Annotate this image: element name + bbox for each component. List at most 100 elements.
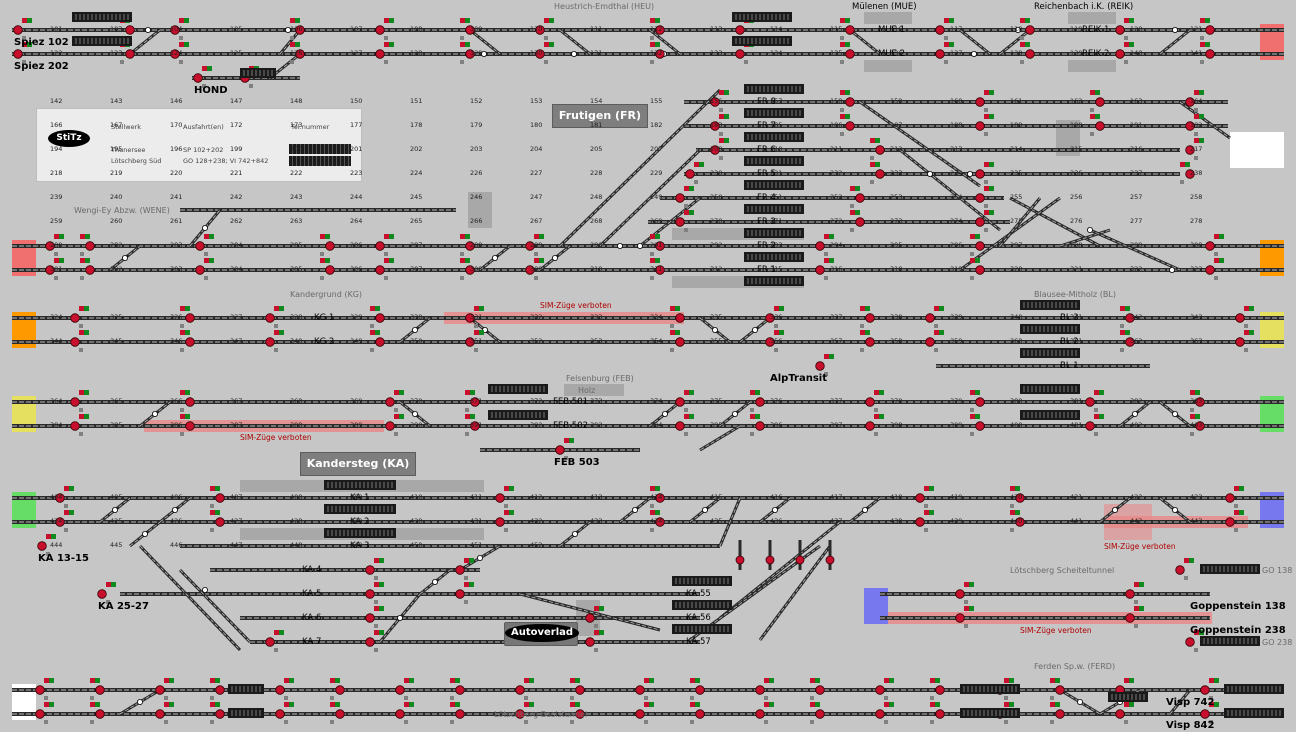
signal-icon[interactable] (755, 397, 765, 407)
signal-number-label[interactable]: 228 (590, 169, 603, 177)
signal-icon[interactable] (1125, 589, 1135, 599)
signal-number-label[interactable]: 241 (170, 193, 183, 201)
signal-icon[interactable] (585, 613, 595, 623)
signal-number-label[interactable]: 267 (530, 217, 543, 225)
signal-number-label[interactable]: 189 (1010, 121, 1023, 129)
signal-number-label[interactable]: 238 (1190, 169, 1203, 177)
occupancy-display[interactable] (672, 600, 732, 610)
signal-number-label[interactable]: 296 (950, 241, 963, 249)
signal-number-label[interactable]: 364 (50, 397, 63, 405)
signal-icon[interactable] (395, 709, 405, 719)
signal-number-label[interactable]: 207 (650, 145, 663, 153)
signal-number-label[interactable]: 384 (50, 421, 63, 429)
occupancy-display[interactable] (1020, 384, 1080, 394)
signal-number-label[interactable]: 180 (530, 121, 543, 129)
signal-icon[interactable] (815, 685, 825, 695)
signal-number-label[interactable]: 208 (710, 145, 723, 153)
signal-number-label[interactable]: 272 (830, 217, 843, 225)
signal-number-label[interactable]: 305 (290, 265, 303, 273)
signal-number-label[interactable]: 159 (890, 97, 903, 105)
signal-icon[interactable] (675, 313, 685, 323)
switch-point[interactable] (136, 699, 143, 706)
signal-number-label[interactable]: 421 (1070, 493, 1083, 501)
signal-number-label[interactable]: 234 (950, 169, 963, 177)
signal-number-label[interactable]: 401 (1070, 421, 1083, 429)
occupancy-display[interactable] (744, 132, 804, 142)
signal-number-label[interactable]: 451 (470, 541, 483, 549)
signal-icon[interactable] (955, 613, 965, 623)
signal-icon[interactable] (455, 685, 465, 695)
signal-number-label[interactable]: 375 (710, 397, 723, 405)
signal-number-label[interactable]: 130 (530, 49, 543, 57)
signal-number-label[interactable]: 320 (1010, 265, 1023, 273)
signal-icon[interactable] (185, 397, 195, 407)
signal-number-label[interactable]: 415 (710, 493, 723, 501)
signal-number-label[interactable]: 426 (170, 517, 183, 525)
signal-number-label[interactable]: 308 (470, 265, 483, 273)
signal-icon[interactable] (97, 589, 107, 599)
signal-icon[interactable] (1205, 25, 1215, 35)
signal-icon[interactable] (515, 685, 525, 695)
signal-icon[interactable] (845, 121, 855, 131)
signal-number-label[interactable]: 397 (830, 421, 843, 429)
signal-number-label[interactable]: 167 (110, 121, 123, 129)
signal-number-label[interactable]: 240 (110, 193, 123, 201)
signal-number-label[interactable]: 310 (590, 265, 603, 273)
signal-number-label[interactable]: 450 (410, 541, 423, 549)
signal-number-label[interactable]: 427 (230, 517, 243, 525)
signal-icon[interactable] (635, 685, 645, 695)
signal-number-label[interactable]: 152 (470, 97, 483, 105)
signal-number-label[interactable]: 380 (1010, 397, 1023, 405)
signal-icon[interactable] (195, 265, 205, 275)
signal-icon[interactable] (575, 709, 585, 719)
occupancy-display[interactable] (744, 108, 804, 118)
signal-number-label[interactable]: 237 (1130, 169, 1143, 177)
signal-icon[interactable] (215, 517, 225, 527)
signal-number-label[interactable]: 187 (890, 121, 903, 129)
signal-icon[interactable] (195, 241, 205, 251)
signal-number-label[interactable]: 330 (410, 313, 423, 321)
signal-number-label[interactable]: 111 (590, 25, 603, 33)
signal-number-label[interactable]: 263 (290, 217, 303, 225)
signal-number-label[interactable]: 226 (470, 169, 483, 177)
signal-icon[interactable] (925, 337, 935, 347)
signal-icon[interactable] (470, 397, 480, 407)
exit-hond[interactable]: HOND (194, 85, 228, 96)
signal-number-label[interactable]: 326 (170, 313, 183, 321)
switch-point[interactable] (571, 51, 578, 58)
track-fr-3[interactable]: FR 3 (757, 217, 776, 227)
signal-number-label[interactable]: 422 (1130, 493, 1143, 501)
signal-number-label[interactable]: 386 (170, 421, 183, 429)
signal-number-label[interactable]: 434 (650, 517, 663, 525)
track-ka-3[interactable]: KA 3 (350, 541, 370, 551)
signal-number-label[interactable]: 268 (590, 217, 603, 225)
track-bl-2[interactable]: BL 2 (1060, 337, 1079, 347)
occupancy-display[interactable] (732, 12, 792, 22)
phone-field-1[interactable] (289, 144, 351, 154)
signal-icon[interactable] (975, 241, 985, 251)
signal-number-label[interactable]: 151 (410, 97, 423, 105)
signal-icon[interactable] (335, 685, 345, 695)
occupancy-display[interactable] (732, 36, 792, 46)
signal-number-label[interactable]: 425 (110, 517, 123, 525)
occupancy-display[interactable] (960, 684, 1020, 694)
signal-number-label[interactable]: 142 (50, 97, 63, 105)
signal-icon[interactable] (765, 555, 775, 565)
signal-icon[interactable] (975, 121, 985, 131)
signal-number-label[interactable]: 340 (1010, 313, 1023, 321)
occupancy-display[interactable] (960, 708, 1020, 718)
track-mue-1[interactable]: MUE 1 (878, 25, 906, 35)
signal-number-label[interactable]: 395 (710, 421, 723, 429)
signal-number-label[interactable]: 126 (290, 49, 303, 57)
signal-number-label[interactable]: 350 (410, 337, 423, 345)
signal-icon[interactable] (1195, 397, 1205, 407)
signal-number-label[interactable]: 137 (950, 49, 963, 57)
signal-number-label[interactable]: 396 (770, 421, 783, 429)
signal-icon[interactable] (1055, 685, 1065, 695)
signal-number-label[interactable]: 446 (170, 541, 183, 549)
signal-number-label[interactable]: 177 (350, 121, 363, 129)
signal-number-label[interactable]: 361 (1070, 337, 1083, 345)
signal-number-label[interactable]: 423 (1190, 493, 1203, 501)
signal-number-label[interactable]: 108 (410, 25, 423, 33)
signal-icon[interactable] (675, 217, 685, 227)
